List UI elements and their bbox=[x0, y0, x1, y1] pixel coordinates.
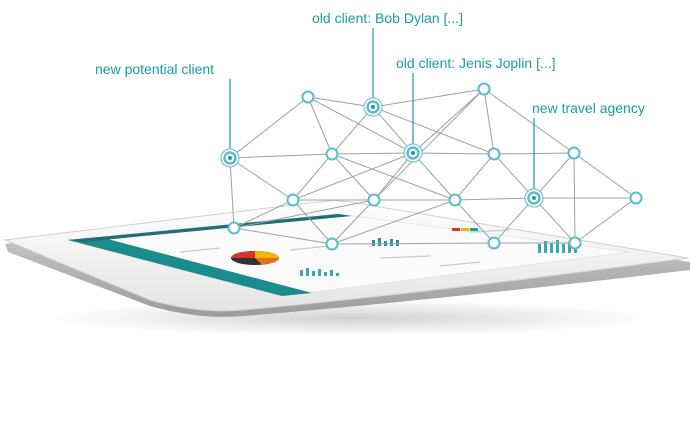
label-new-potential-client: new potential client bbox=[95, 61, 215, 77]
network-edge bbox=[292, 152, 414, 201]
screen-topbar bbox=[68, 214, 352, 242]
label-old-client-bob-dylan: old client: Bob Dylan [...] bbox=[312, 10, 463, 26]
network-edge bbox=[233, 199, 294, 229]
tablet-device bbox=[3, 200, 690, 317]
network-edge bbox=[307, 96, 374, 108]
network-node bbox=[487, 147, 501, 161]
network-edge bbox=[331, 152, 414, 155]
network-edge bbox=[331, 153, 456, 201]
network-edge bbox=[373, 88, 485, 201]
network-node bbox=[629, 191, 643, 205]
label-new-travel-agency: new travel agency bbox=[532, 100, 645, 116]
network-node bbox=[568, 236, 582, 250]
network-edge bbox=[454, 153, 495, 201]
network-hub-node bbox=[363, 97, 383, 117]
network-node bbox=[301, 90, 315, 104]
network-edge bbox=[573, 152, 637, 199]
network-edge bbox=[331, 242, 495, 245]
network-edges bbox=[229, 88, 637, 245]
network-edge bbox=[233, 227, 333, 245]
network-node bbox=[567, 146, 581, 160]
network-edge bbox=[533, 197, 576, 244]
screen-bars-left bbox=[300, 268, 339, 276]
network-edge bbox=[483, 88, 495, 155]
network-edge bbox=[229, 157, 294, 201]
network-edge bbox=[412, 152, 495, 155]
screen-text-lines bbox=[179, 229, 511, 267]
network-edge bbox=[493, 153, 535, 199]
network-node bbox=[477, 82, 491, 96]
network-edge bbox=[574, 197, 637, 244]
network-edge bbox=[493, 197, 535, 244]
network-edge bbox=[307, 96, 333, 155]
network-nodes bbox=[220, 82, 643, 251]
network-edge bbox=[331, 106, 374, 155]
network-edge bbox=[307, 96, 414, 154]
network-edge bbox=[229, 96, 309, 159]
network-hub-node bbox=[220, 148, 240, 168]
network-edge bbox=[372, 88, 485, 108]
network-edge bbox=[331, 199, 375, 245]
network-edge bbox=[229, 153, 333, 159]
network-node bbox=[487, 236, 501, 250]
network-node bbox=[325, 237, 339, 251]
network-hub-node bbox=[403, 143, 423, 163]
network-edge bbox=[229, 157, 235, 229]
callout-pointers bbox=[229, 28, 535, 190]
label-old-client-jenis-joplin: old client: Jenis Joplin [...] bbox=[396, 55, 556, 71]
network-hub-node bbox=[524, 188, 544, 208]
network-edge bbox=[292, 153, 333, 201]
screen-color-tags bbox=[452, 228, 478, 231]
screen-pie-chart bbox=[231, 251, 279, 265]
network-edge bbox=[412, 88, 485, 154]
network-node bbox=[367, 193, 381, 207]
screen-sidebar bbox=[68, 237, 312, 296]
network-edge bbox=[292, 199, 333, 245]
network-edge bbox=[372, 106, 414, 154]
network-edge bbox=[483, 88, 575, 154]
network-edge bbox=[412, 152, 456, 201]
network-edge bbox=[454, 199, 495, 244]
network-edge bbox=[533, 152, 575, 199]
network-edge bbox=[454, 197, 535, 201]
network-node bbox=[448, 193, 462, 207]
network-node bbox=[286, 193, 300, 207]
network-node bbox=[227, 221, 241, 235]
network-edge bbox=[233, 199, 375, 229]
network-edge bbox=[331, 199, 456, 245]
network-edge bbox=[372, 106, 495, 155]
network-node bbox=[325, 147, 339, 161]
